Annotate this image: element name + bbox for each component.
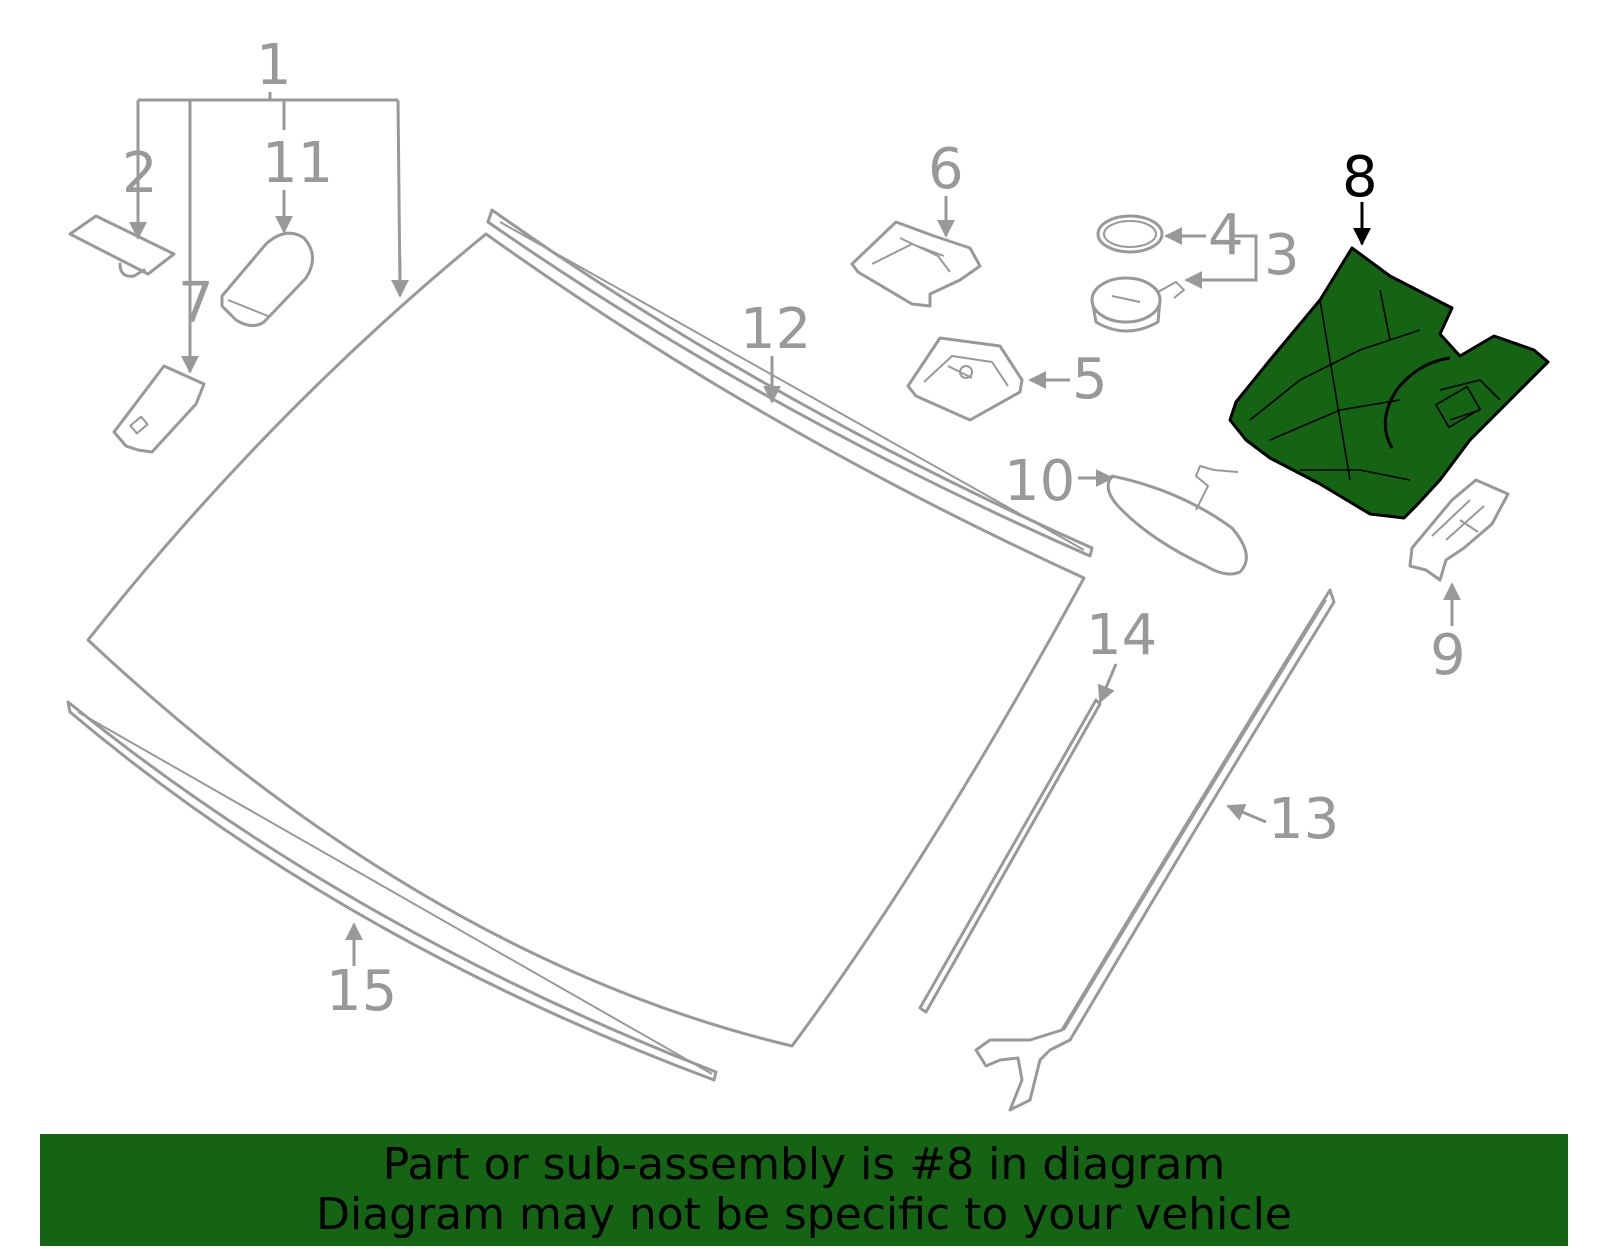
part-2-sensor: [68, 214, 176, 278]
callout-15: 15: [326, 959, 397, 1024]
callout-7: 7: [178, 271, 214, 336]
banner-line-1: Part or sub-assembly is #8 in diagram: [382, 1139, 1226, 1190]
callout-8-highlighted: 8: [1342, 145, 1378, 210]
callout-6: 6: [928, 137, 964, 202]
part-9-bracket: [1408, 478, 1510, 582]
info-banner: Part or sub-assembly is #8 in diagram Di…: [40, 1134, 1568, 1246]
side-molding-14: [918, 698, 1102, 1014]
part-4-ring: [1096, 214, 1164, 254]
side-molding-13: [974, 588, 1336, 1112]
callout-labels: 1 2 11 7 6 12 4 3 5 10 9 14 13 15 8: [122, 33, 1466, 1024]
callout-1: 1: [256, 33, 292, 98]
part-8-highlighted: [1228, 246, 1550, 520]
part-5-housing: [906, 336, 1024, 422]
callout-11: 11: [262, 131, 333, 196]
part-3-rain-sensor: [1090, 276, 1185, 333]
callout-13: 13: [1268, 787, 1339, 852]
callout-9: 9: [1430, 623, 1466, 688]
upper-molding: [486, 208, 1094, 558]
part-10-mirror: [1106, 465, 1248, 576]
callout-4: 4: [1208, 203, 1244, 268]
lower-molding: [66, 700, 718, 1082]
part-6-bracket: [850, 220, 982, 308]
callout-12: 12: [740, 297, 811, 362]
callout-14: 14: [1086, 603, 1157, 668]
callout-5: 5: [1072, 347, 1108, 412]
callout-2: 2: [122, 141, 158, 206]
windshield-glass: [86, 232, 1086, 1048]
banner-line-2: Diagram may not be specific to your vehi…: [316, 1189, 1292, 1240]
part-11-cover: [220, 231, 314, 327]
callout-10: 10: [1004, 449, 1075, 514]
leader-lines: [129, 92, 1461, 966]
callout-3: 3: [1264, 223, 1300, 288]
part-7-clip: [112, 364, 206, 454]
